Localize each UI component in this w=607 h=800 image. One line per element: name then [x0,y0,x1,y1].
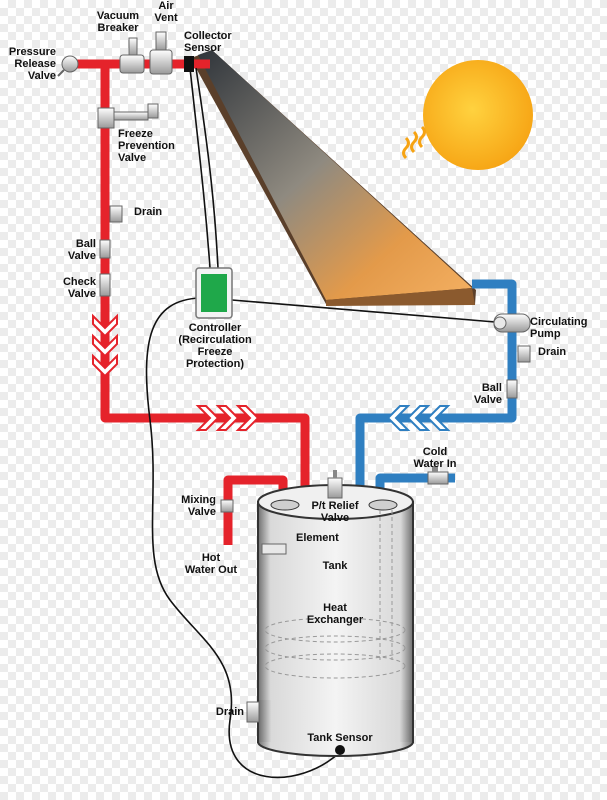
drain-right-label: Drain [538,346,567,358]
tank-sensor-label: Tank Sensor [307,732,373,744]
hot-flow-arrows-horizontal [195,405,260,431]
pt-relief-valve-icon [327,470,343,499]
ball-valve-left-icon [99,239,111,259]
circulating-pump-icon [493,313,531,333]
pressure-release-valve-icon [57,55,79,77]
vacuum-breaker-label: Vacuum Breaker [96,10,140,34]
air-vent-label: Air Vent [154,0,178,24]
vacuum-breaker-icon [119,37,145,74]
ball-valve-left-label: Ball Valve [67,238,96,262]
hot-flow-arrows [92,313,118,378]
ball-valve-right-label: Ball Valve [473,382,502,406]
air-vent-icon [149,31,173,75]
heat-exchanger-label: Heat Exchanger [306,602,364,626]
mixing-valve-label: Mixing Valve [181,494,216,518]
pt-relief-valve-label: P/t Relief Valve [311,500,359,524]
sun-icon [402,60,533,170]
check-valve-icon [99,273,111,297]
mixing-valve-icon [220,499,234,513]
pressure-release-valve-label: Pressure Release Valve [8,46,56,82]
control-wiring [145,67,496,779]
tank-sensor-icon [335,745,345,755]
element-label: Element [296,532,339,544]
collector-sensor-label: Collector Sensor [184,30,232,54]
cold-water-in-label: Cold Water In [413,446,457,470]
freeze-prevention-valve-icon [97,103,159,129]
drain-bottom-label: Drain [215,706,244,718]
solar-collector-icon [186,50,476,306]
freeze-prevention-valve-label: Freeze Prevention Valve [118,128,175,164]
cold-water-inlet-valve-icon [427,466,449,485]
circulating-pump-label: Circulating Pump [530,316,588,340]
water-tank-icon [246,484,414,757]
cold-flow-arrows [386,405,451,431]
ball-valve-right-icon [506,379,518,399]
collector-sensor-icon [184,56,194,72]
controller-label: Controller (Recirculation Freeze Protect… [178,322,252,370]
hot-water-out-label: Hot Water Out [184,552,238,576]
check-valve-label: Check Valve [62,276,96,300]
drain-top-label: Drain [134,206,163,218]
tank-label: Tank [322,560,348,572]
drain-right-icon [517,345,531,363]
drain-top-icon [109,205,123,223]
controller-icon [195,267,233,319]
